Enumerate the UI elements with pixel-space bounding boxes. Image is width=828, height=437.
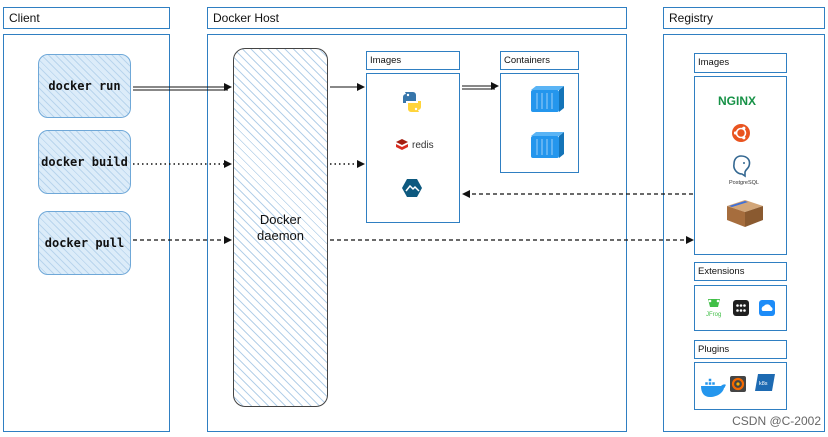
registry-images-title: Images [698, 57, 730, 68]
redis-icon [396, 139, 408, 150]
docker-whale-icon [701, 378, 726, 397]
ubuntu-icon [732, 124, 750, 142]
box-icon [727, 200, 763, 227]
containers-title: Containers [504, 55, 550, 66]
run-arrow [133, 83, 232, 91]
jfrog-text: JFrog [706, 312, 721, 318]
extensions-header: Extensions [694, 262, 787, 281]
vmware-icon: k8s [755, 374, 775, 391]
grafana-icon [730, 376, 746, 392]
jfrog-icon: JFrog [706, 299, 721, 318]
postgresql-icon [733, 155, 751, 178]
extensions-title: Extensions [698, 266, 745, 277]
alpine-icon [402, 179, 422, 197]
container-icon [531, 86, 564, 112]
dots-icon [733, 300, 749, 316]
plugins-title: Plugins [698, 344, 730, 355]
docker-pull-command[interactable]: docker pull [38, 211, 131, 275]
postgresql-text: PostgreSQL [729, 180, 759, 186]
plugins-header: Plugins [694, 340, 787, 359]
images-to-containers-arrow [462, 82, 499, 90]
container-icon [531, 132, 564, 158]
containers-header: Containers [500, 51, 579, 70]
cloud-icon [759, 300, 775, 316]
docker-daemon-label: Docker daemon [257, 211, 304, 243]
client-header: Client [3, 7, 170, 29]
docker-build-command[interactable]: docker build [38, 130, 131, 194]
docker-host-title: Docker Host [213, 11, 280, 25]
docker-pull-label: docker pull [44, 236, 125, 250]
client-title: Client [9, 11, 40, 25]
watermark: CSDN @C-2002 [732, 414, 821, 428]
k8s-text: k8s [759, 381, 768, 387]
registry-images-header: Images [694, 53, 787, 73]
host-images-header: Images [366, 51, 460, 70]
docker-build-label: docker build [41, 155, 128, 169]
docker-daemon[interactable]: Docker daemon [233, 48, 328, 407]
host-images-title: Images [370, 55, 402, 66]
docker-host-header: Docker Host [207, 7, 627, 29]
nginx-icon: NGINX [718, 94, 756, 108]
registry-header: Registry [663, 7, 825, 29]
python-icon [403, 92, 421, 112]
redis-text: redis [412, 140, 434, 151]
docker-run-command[interactable]: docker run [38, 54, 131, 118]
registry-title: Registry [669, 11, 714, 25]
docker-run-label: docker run [48, 79, 121, 93]
